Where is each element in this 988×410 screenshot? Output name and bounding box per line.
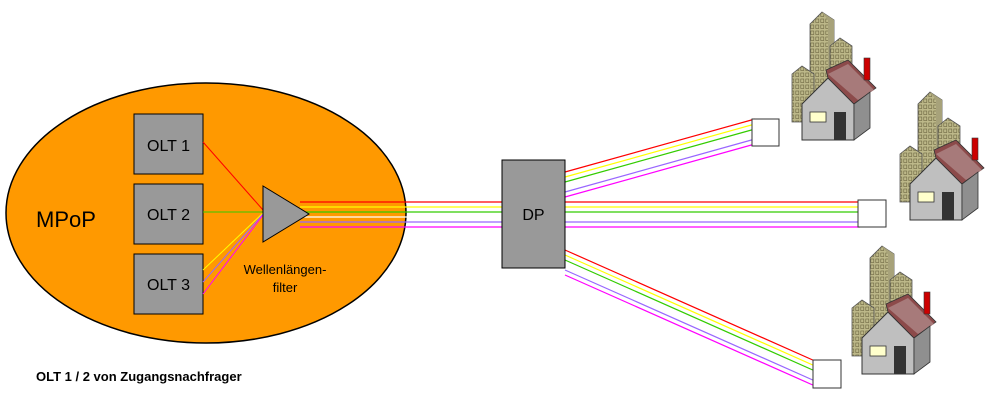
- dp-label: DP: [522, 207, 544, 224]
- fibers-to-building-1: [564, 118, 756, 198]
- building-1: [791, 11, 877, 141]
- ont-box-3: [812, 359, 842, 389]
- building-3: [851, 245, 937, 375]
- dp-box: [501, 159, 566, 269]
- filter-label-line1: Wellenlängen-: [244, 262, 327, 277]
- ont-box-1: [751, 118, 780, 147]
- fibers-to-building-2: [565, 201, 860, 228]
- trunk-fibers: [300, 201, 502, 228]
- caption: OLT 1 / 2 von Zugangsnachfrager: [36, 369, 242, 384]
- ont-box-2: [857, 199, 887, 228]
- mpop-label: MPoP: [36, 207, 96, 232]
- wavelength-filter-triangle: [262, 185, 310, 243]
- olt-label-3: OLT 3: [147, 277, 190, 294]
- filter-label-line2: filter: [273, 280, 298, 295]
- olt-label-1: OLT 1: [147, 138, 190, 155]
- mpop-ellipse: [5, 82, 407, 344]
- building-2: [899, 91, 985, 221]
- fibers-to-building-3: [564, 249, 816, 387]
- olt-box-3: OLT 3: [133, 253, 204, 315]
- olt-box-2: OLT 2: [133, 183, 204, 245]
- olt-label-2: OLT 2: [147, 207, 190, 224]
- olt-filter-fibers: [202, 141, 264, 295]
- olt-box-1: OLT 1: [133, 113, 204, 175]
